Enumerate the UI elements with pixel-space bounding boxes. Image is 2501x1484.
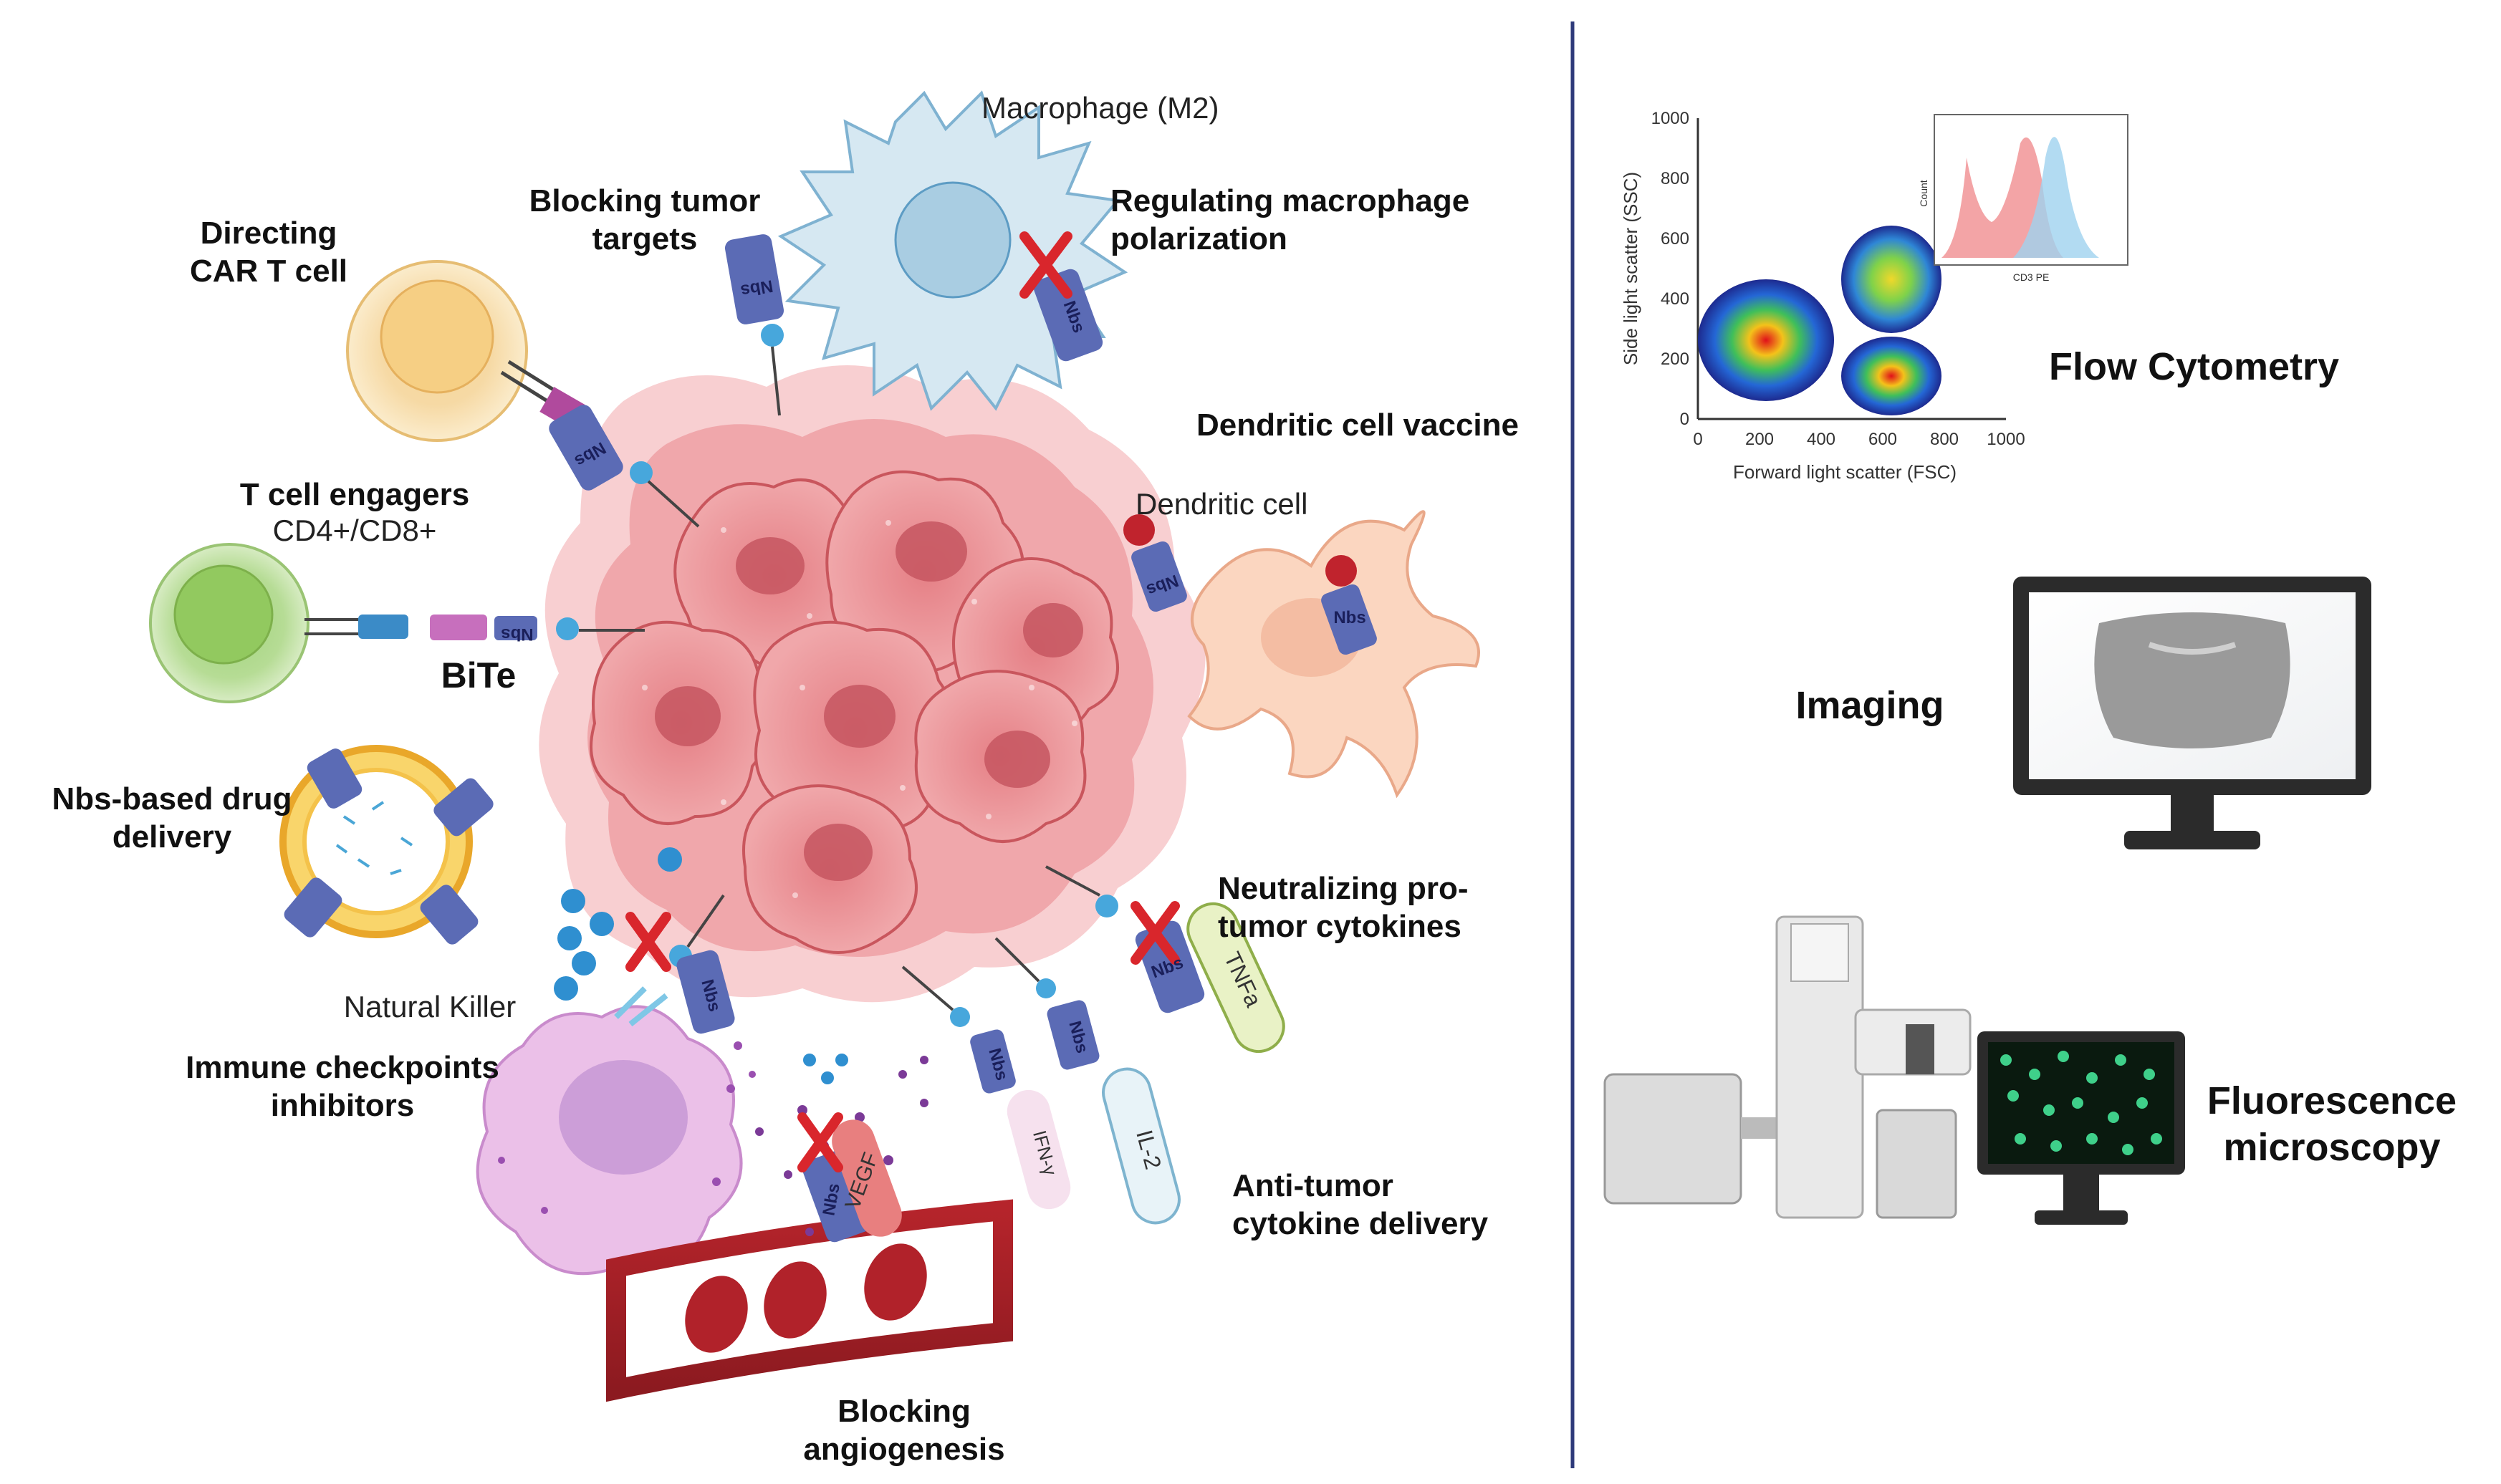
label-neutralizing-2: tumor cytokines xyxy=(1218,909,1461,944)
flow-ylabel: Side light scatter (SSC) xyxy=(1620,172,1641,365)
blood-vessel xyxy=(606,1056,1013,1402)
flow-ytick-label: 800 xyxy=(1661,169,1689,188)
flow-xtick-label: 1000 xyxy=(1987,430,2025,449)
nanobody-macrophage xyxy=(1033,269,1103,362)
label-nbs-drug-2: delivery xyxy=(112,819,232,854)
label-natural-killer: Natural Killer xyxy=(344,990,516,1023)
nanobody-vegf xyxy=(802,1150,872,1243)
label-fluorescence-2: microscopy xyxy=(2223,1126,2440,1169)
label-regulating-1: Regulating macrophage xyxy=(1110,183,1469,218)
flow-xtick-label: 600 xyxy=(1868,430,1897,449)
t-cell xyxy=(149,543,401,703)
il2-tag xyxy=(1102,1067,1181,1225)
natural-killer-cell xyxy=(476,986,756,1276)
nanobody-nk xyxy=(669,894,735,1034)
flow-cytometry-plot: 0 200 400 600 800 1000 0 200 400 600 800 1000 Side… xyxy=(1620,109,2128,483)
label-anti-tumor-1: Anti-tumor xyxy=(1232,1168,1393,1203)
nanobody-car-t xyxy=(549,405,700,528)
label-regulating-2: polarization xyxy=(1110,221,1287,256)
label-dendritic-vaccine: Dendritic cell vaccine xyxy=(1196,408,1519,443)
label-fluorescence-1: Fluorescence xyxy=(2207,1079,2457,1122)
flow-xtick-label: 800 xyxy=(1930,430,1959,449)
label-blocking-angio-2: angiogenesis xyxy=(803,1432,1004,1467)
cytokine-particles xyxy=(554,847,848,1084)
macrophage-cell xyxy=(777,90,1128,411)
nanobody-ifn xyxy=(901,965,1016,1094)
label-macrophage: Macrophage (M2) xyxy=(981,91,1219,125)
flow-xlabel: Forward light scatter (FSC) xyxy=(1733,461,1957,483)
nanobody-dendritic-2 xyxy=(1321,584,1377,655)
nanobody-il2 xyxy=(994,937,1100,1070)
label-nbs-drug-1: Nbs-based drug xyxy=(52,781,292,816)
tumor-mass xyxy=(539,365,1206,1003)
bite-construct xyxy=(358,615,645,640)
label-blocking-tumor-2: targets xyxy=(592,221,698,256)
flow-ytick-label: 400 xyxy=(1661,289,1689,309)
car-t-cell xyxy=(346,260,585,442)
flow-ytick-label: 200 xyxy=(1661,350,1689,369)
flow-population-3 xyxy=(1841,337,1941,415)
inset-xlabel: CD3 PE xyxy=(2013,271,2050,283)
ifn-tag xyxy=(1007,1089,1071,1210)
label-directing-2: CAR T cell xyxy=(190,254,347,289)
svg-text:Nbs: Nbs xyxy=(1333,608,1365,627)
svg-text:Nbs: Nbs xyxy=(501,625,533,644)
flow-ytick-label: 600 xyxy=(1661,229,1689,249)
nanobody-blocking-tumor xyxy=(724,234,784,416)
flow-inset-histogram: CD3 PE Count xyxy=(1918,114,2128,283)
fluorescence-monitor xyxy=(1977,1031,2185,1225)
label-directing-1: Directing xyxy=(201,216,337,251)
flow-xtick-label: 200 xyxy=(1745,430,1774,449)
label-flow-cytometry: Flow Cytometry xyxy=(2049,345,2339,388)
label-blocking-tumor-1: Blocking tumor xyxy=(529,183,761,218)
label-bite: BiTe xyxy=(441,655,517,695)
flow-population-2 xyxy=(1841,226,1941,333)
flow-xtick-label: 0 xyxy=(1693,430,1702,449)
label-immune-1: Immune checkpoints xyxy=(186,1050,499,1085)
flow-ytick-label: 0 xyxy=(1680,410,1689,429)
imaging-monitor xyxy=(2013,577,2371,849)
fluorescence-microscope xyxy=(1603,915,1972,1219)
vegf-tag xyxy=(832,1119,902,1237)
label-immune-2: inhibitors xyxy=(271,1088,414,1123)
label-neutralizing-1: Neutralizing pro- xyxy=(1218,871,1469,906)
flow-ytick-label: 1000 xyxy=(1651,109,1689,128)
label-anti-tumor-2: cytokine delivery xyxy=(1232,1206,1489,1241)
label-dendritic-cell: Dendritic cell xyxy=(1136,487,1307,521)
label-imaging: Imaging xyxy=(1795,684,1944,727)
flow-population-1 xyxy=(1698,279,1834,401)
label-blocking-angio-1: Blocking xyxy=(837,1394,971,1429)
inset-ylabel: Count xyxy=(1918,180,1929,206)
label-tcell-engagers: T cell engagers xyxy=(240,477,469,512)
nanobody-dendritic-1 xyxy=(1131,541,1187,612)
liposome xyxy=(279,745,494,945)
red-x-marks xyxy=(625,231,1180,1172)
flow-xtick-label: 400 xyxy=(1807,430,1835,449)
tnfa-tag xyxy=(1186,902,1285,1053)
label-cd4cd8: CD4+/CD8+ xyxy=(273,514,437,547)
